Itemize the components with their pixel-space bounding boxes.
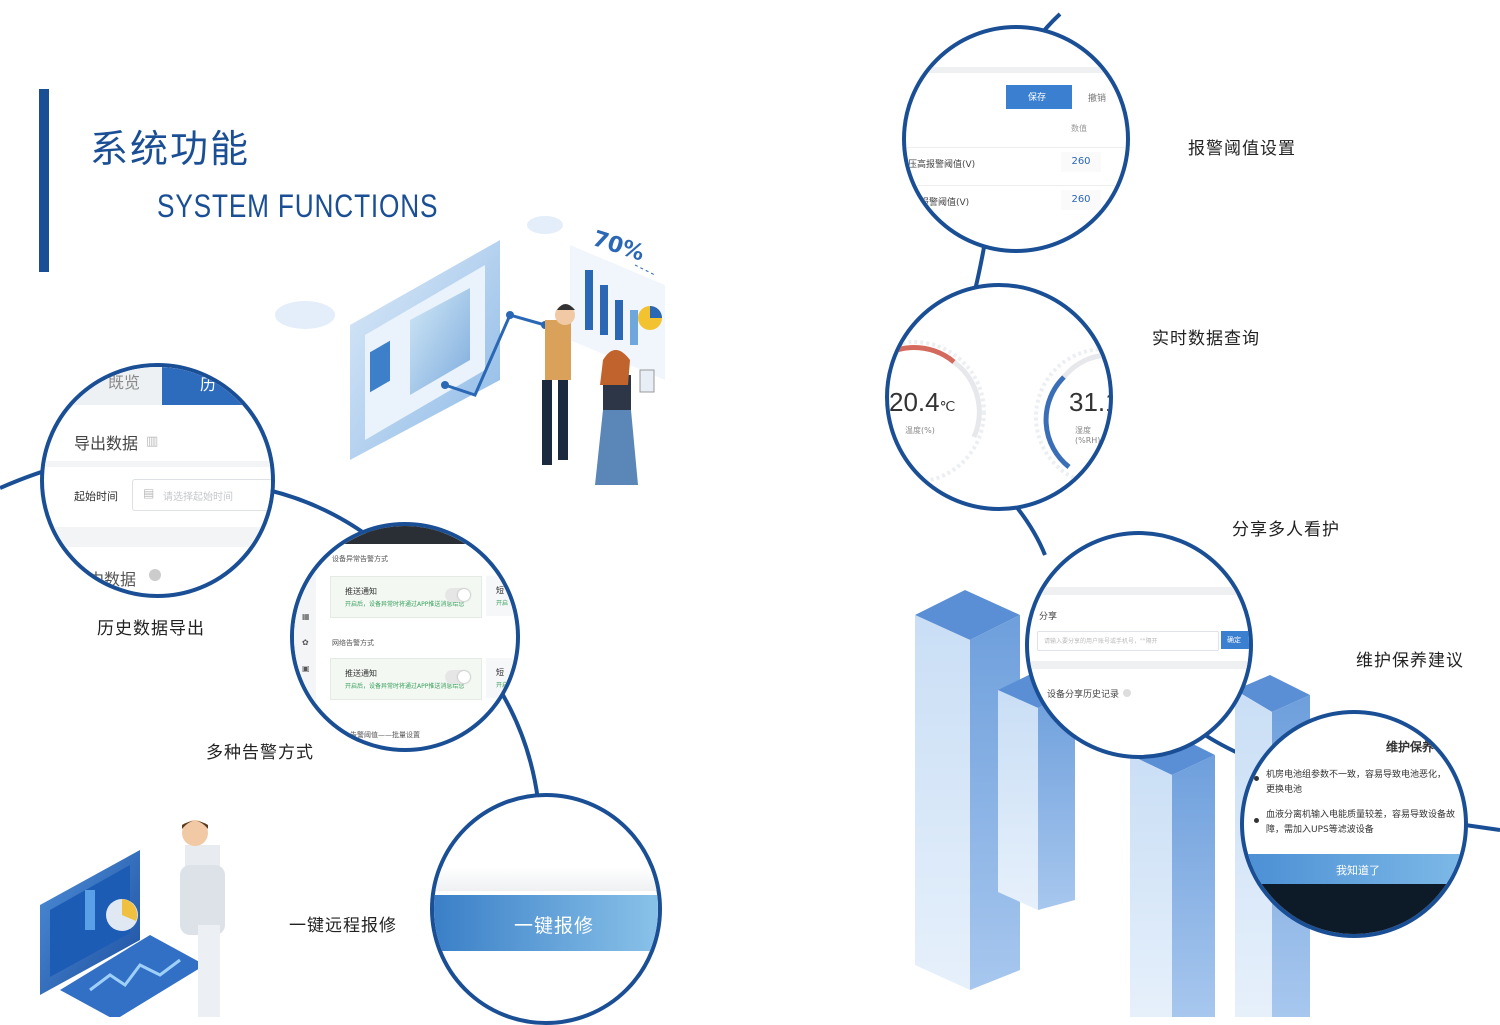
humidity-caption: 湿度(%RH) [1075, 426, 1101, 445]
realtime-data-panel: 20.4℃ 温度(%) 31.1 湿度(%RH) [885, 283, 1113, 511]
divider [1029, 661, 1249, 669]
threshold-value-2[interactable]: 260 [1061, 190, 1101, 210]
push-title-2: 推送通知 [345, 669, 377, 678]
alarm-methods-panel: ▦ ✿ ▣ 设备异常告警方式 推送通知 开启后，设备异常时将通过APP推送消息给… [290, 522, 520, 752]
history-export-panel: 既览 历 导出数据 ▥ 起始时间 ▤ 请选择起始时间 中数据 [40, 363, 275, 598]
start-time-input[interactable]: ▤ 请选择起始时间 [132, 479, 271, 511]
panel-top-strip [1029, 587, 1249, 595]
feature-label-maintenance: 维护保养建议 [1356, 651, 1464, 671]
share-title: 分享 [1039, 612, 1058, 622]
maintenance-item-2: 血液分离机输入电能质量较差，容易导致设备故 障，需加入UPS等滤波设备 [1266, 810, 1456, 835]
threshold-row-2: 报警阈值(V) 260 [906, 185, 1126, 216]
feature-label-share-care: 分享多人看护 [1232, 520, 1340, 540]
temperature-gauge [889, 340, 986, 484]
grid-icon[interactable]: ▦ [302, 612, 310, 621]
device-icon[interactable]: ▣ [302, 664, 310, 673]
panel-header-strip [434, 867, 658, 891]
panel-tabbar: 既览 历 [44, 367, 271, 405]
remote-repair-panel: 一键报修 [430, 793, 662, 1025]
feature-label-alarm-threshold: 报警阈值设置 [1188, 139, 1296, 159]
value-column-header: 数值 [1071, 124, 1087, 133]
share-confirm-button[interactable]: 确定 [1221, 631, 1249, 649]
start-time-placeholder: 请选择起始时间 [163, 492, 233, 503]
share-panel: 分享 请输入要分享的用户账号或手机号，""隔开 确定 设备分享历史记录 [1025, 531, 1253, 759]
alarm-section-title: 设备异常告警方式 [332, 555, 388, 563]
toolbar-strip [906, 67, 1126, 73]
share-history-heading: 设备分享历史记录 [1047, 690, 1120, 700]
tab-history[interactable]: 历 [162, 367, 271, 405]
city-bars-illustration [910, 580, 1330, 1017]
start-time-label: 起始时间 [74, 490, 118, 503]
app-sidebar: ▦ ✿ ▣ [294, 544, 316, 748]
export-title: 导出数据 [74, 434, 139, 453]
feature-label-multi-alarm: 多种告警方式 [206, 743, 314, 763]
gear-icon[interactable]: ✿ [302, 638, 309, 647]
feature-label-remote-repair: 一键远程报修 [289, 916, 397, 936]
humidity-value: 31.1 [1069, 387, 1109, 417]
temperature-value: 20.4℃ [889, 387, 956, 417]
technician-illustration [30, 815, 240, 1020]
feature-label-realtime-query: 实时数据查询 [1152, 329, 1260, 349]
push-desc: 开启后，设备异常时将通过APP推送消息给您 [345, 601, 465, 608]
temperature-caption: 温度(%) [905, 426, 935, 435]
batch-threshold-link[interactable]: 告警阈值——批量设置 [350, 731, 420, 739]
isometric-bars-image [915, 590, 1310, 1017]
threshold-settings-panel: 保存 撤销 数值 压高报警阈值(V) 260 报警阈值(V) 260 [902, 25, 1130, 253]
dashboard-illustration: 70% [270, 210, 690, 510]
app-topbar [294, 526, 516, 544]
maintenance-item-1: 机房电池组参数不一致，容易导致电池恶化， 更换电池 [1266, 770, 1447, 795]
threshold-row-1: 压高报警阈值(V) 260 [906, 147, 1126, 178]
push-title: 推送通知 [345, 587, 377, 596]
bullet-dot [1254, 776, 1259, 781]
page-subtitle: SYSTEM FUNCTIONS [157, 188, 439, 224]
divider [44, 461, 271, 467]
page-title: 系统功能 [90, 127, 251, 171]
sms-card: 短 开启 [486, 576, 516, 616]
divider [44, 527, 271, 547]
push-card: 推送通知 开启后，设备异常时将通过APP推送消息给您 [330, 576, 482, 618]
sms-card-2: 短 开启 [486, 658, 516, 698]
network-section-title: 网络告警方式 [332, 639, 374, 647]
repair-button[interactable]: 一键报修 [434, 895, 658, 951]
bullet-dot [1254, 818, 1259, 823]
push-card-2: 推送通知 开启后，设备异常时将通过APP推送消息给您 [330, 658, 482, 700]
push-toggle-2[interactable] [445, 669, 471, 684]
maintenance-panel: 维护保养 机房电池组参数不一致，容易导致电池恶化， 更换电池 血液分离机输入电能… [1240, 710, 1468, 938]
history-data-heading: 中数据 [88, 570, 137, 589]
push-desc-2: 开启后，设备异常时将通过APP推送消息给您 [345, 683, 465, 690]
info-icon [1123, 689, 1131, 697]
tab-overview[interactable]: 既览 [108, 373, 141, 392]
cancel-button[interactable]: 撤销 [1088, 94, 1107, 104]
laptop-person-image [40, 820, 225, 1020]
isometric-screens-image [275, 216, 665, 485]
acknowledge-button[interactable]: 我知道了 [1244, 854, 1464, 884]
save-button[interactable]: 保存 [1006, 85, 1072, 109]
push-toggle[interactable] [445, 587, 471, 602]
info-icon [149, 569, 161, 581]
header-accent-bar [39, 89, 49, 272]
share-input[interactable]: 请输入要分享的用户账号或手机号，""隔开 [1037, 631, 1219, 651]
maintenance-title: 维护保养 [1386, 740, 1435, 754]
bar-chart-icon: ▥ [146, 434, 159, 449]
threshold-value-1[interactable]: 260 [1061, 152, 1101, 172]
calendar-icon: ▤ [143, 486, 155, 500]
humidity-gauge [1034, 347, 1109, 487]
dark-footer [1244, 884, 1464, 934]
feature-label-history-export: 历史数据导出 [97, 619, 205, 639]
